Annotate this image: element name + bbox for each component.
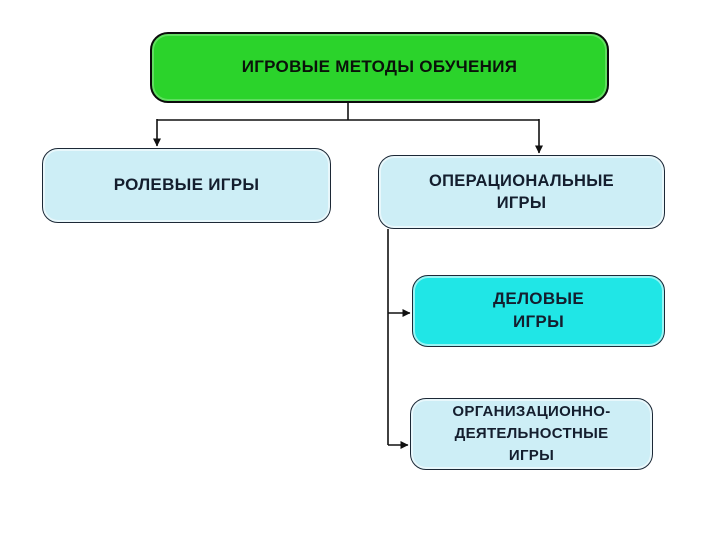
node-organizational-activity-games: ОРГАНИЗАЦИОННО- ДЕЯТЕЛЬНОСТНЫЕ ИГРЫ (410, 398, 653, 470)
node-label-line: ИГРЫ (508, 446, 555, 464)
node-label-line: ИГРЫ (512, 312, 565, 331)
node-label-line: ИГРЫ (496, 194, 547, 212)
node-label-line: ДЕЛОВЫЕ (493, 289, 584, 309)
node-label-line: ОРГАНИЗАЦИОННО- (452, 403, 611, 421)
node-role-playing-games: РОЛЕВЫЕ ИГРЫ (42, 148, 331, 223)
node-label: ИГРОВЫЕ МЕТОДЫ ОБУЧЕНИЯ (241, 57, 518, 77)
node-business-games: ДЕЛОВЫЕ ИГРЫ (412, 275, 665, 347)
node-label: РОЛЕВЫЕ ИГРЫ (113, 175, 260, 195)
node-label-line: ОПЕРАЦИОНАЛЬНЫЕ (429, 171, 614, 190)
node-label-line: ДЕЯТЕЛЬНОСТНЫЕ (454, 425, 609, 443)
node-game-teaching-methods: ИГРОВЫЕ МЕТОДЫ ОБУЧЕНИЯ (150, 32, 609, 103)
node-operational-games: ОПЕРАЦИОНАЛЬНЫЕ ИГРЫ (378, 155, 665, 229)
